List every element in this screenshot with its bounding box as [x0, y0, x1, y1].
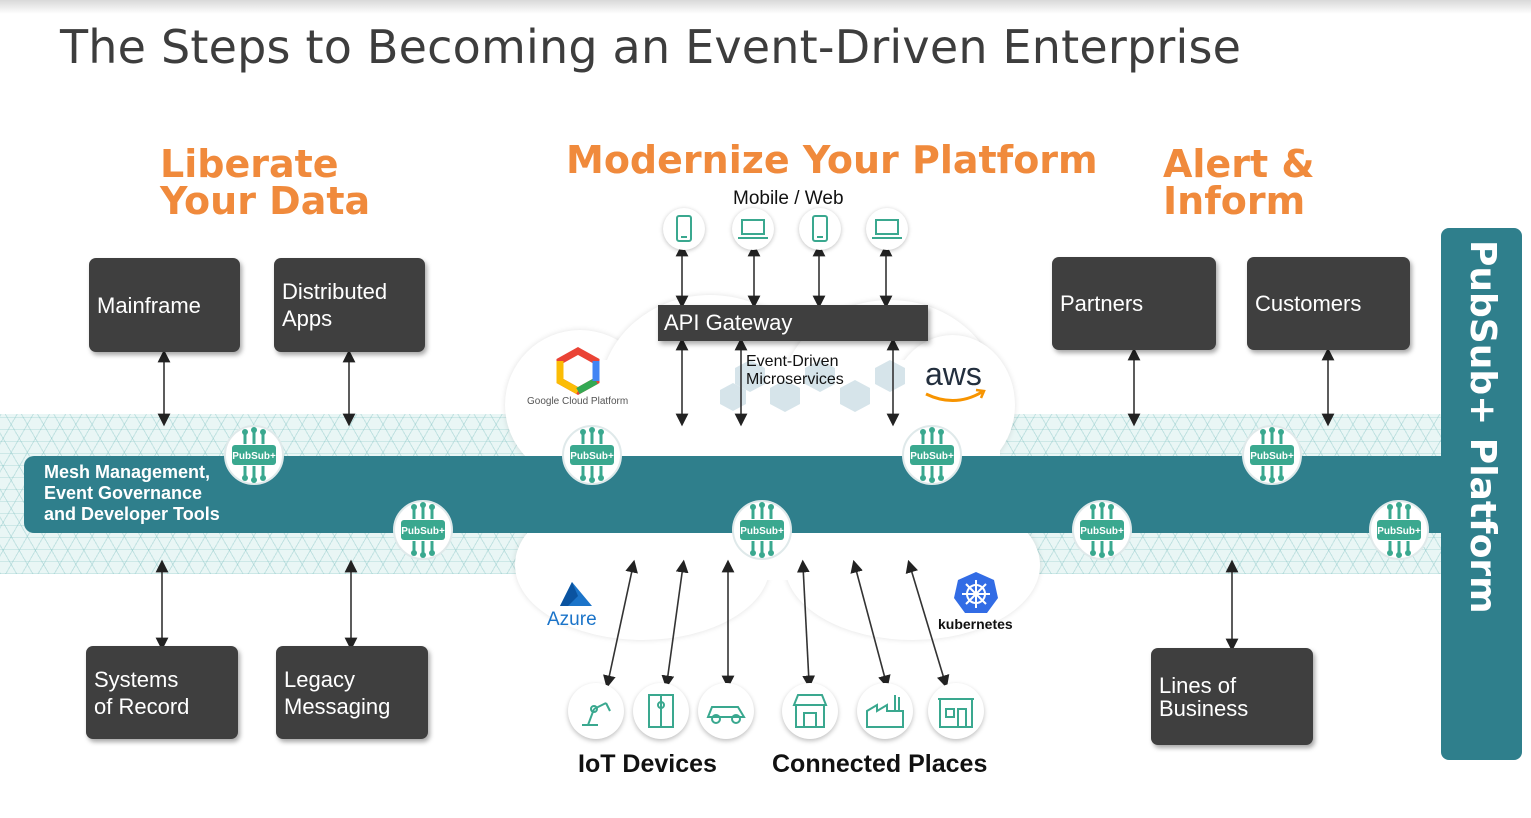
mesh-management-label: Mesh Management, Event Governance and De…: [44, 462, 220, 524]
mainframe-box: Mainframe: [89, 258, 240, 352]
heading-modernize: Modernize Your Platform: [566, 138, 1098, 182]
svg-text:PubSub+: PubSub+: [1250, 451, 1294, 462]
pubsub-platform-bar: [1441, 228, 1522, 760]
mobile-web-label: Mobile / Web: [733, 188, 844, 209]
top-shade: [0, 0, 1531, 14]
svg-text:PubSub+: PubSub+: [910, 451, 954, 462]
google-cloud-label: Google Cloud Platform: [527, 396, 629, 407]
heading-liberate: Liberate Your Data: [160, 142, 371, 223]
heading-alert: Alert & Inform: [1163, 142, 1315, 223]
store-icon: [782, 683, 838, 739]
microservices-label: Event-Driven Microservices: [746, 353, 844, 388]
pubsub-node-icon: PubSub+: [731, 499, 793, 561]
platform-label: PubSub+ Platform: [1462, 240, 1503, 614]
svg-text:PubSub+: PubSub+: [232, 451, 276, 462]
customers-box: Customers: [1247, 257, 1410, 350]
pubsub-node-icon: PubSub+: [392, 499, 454, 561]
lines-of-business-box: Lines of Business: [1151, 648, 1313, 745]
car-icon: [698, 683, 754, 739]
kubernetes-label: kubernetes: [938, 616, 1013, 632]
elevator-icon: [633, 683, 689, 739]
azure-label: Azure: [547, 609, 597, 630]
building-icon: [928, 683, 984, 739]
robot-arm-icon: [568, 683, 624, 739]
svg-text:PubSub+: PubSub+: [1080, 526, 1124, 537]
pubsub-node-icon: PubSub+: [1368, 499, 1430, 561]
svg-text:PubSub+: PubSub+: [740, 526, 784, 537]
slide-title: The Steps to Becoming an Event-Driven En…: [60, 20, 1242, 74]
systems-of-record-box: Systems of Record: [86, 646, 238, 739]
svg-text:PubSub+: PubSub+: [401, 526, 445, 537]
laptop-icon: [866, 208, 908, 250]
legacy-messaging-box: Legacy Messaging: [276, 646, 428, 739]
svg-text:PubSub+: PubSub+: [570, 451, 614, 462]
pubsub-node-icon: PubSub+: [223, 424, 285, 486]
pubsub-node-icon: PubSub+: [1071, 499, 1133, 561]
phone-icon: [799, 208, 841, 250]
iot-devices-label: IoT Devices: [578, 750, 717, 778]
factory-icon: [857, 683, 913, 739]
laptop-icon: [732, 208, 774, 250]
svg-text:PubSub+: PubSub+: [1377, 526, 1421, 537]
api-gateway-box: API Gateway: [658, 305, 928, 341]
connected-places-label: Connected Places: [772, 750, 988, 778]
distributed-apps-box: Distributed Apps: [274, 258, 425, 352]
phone-icon: [663, 208, 705, 250]
pubsub-node-icon: PubSub+: [1241, 424, 1303, 486]
aws-label: aws: [925, 356, 982, 392]
pubsub-node-icon: PubSub+: [901, 424, 963, 486]
pubsub-node-icon: PubSub+: [561, 424, 623, 486]
partners-box: Partners: [1052, 257, 1216, 350]
